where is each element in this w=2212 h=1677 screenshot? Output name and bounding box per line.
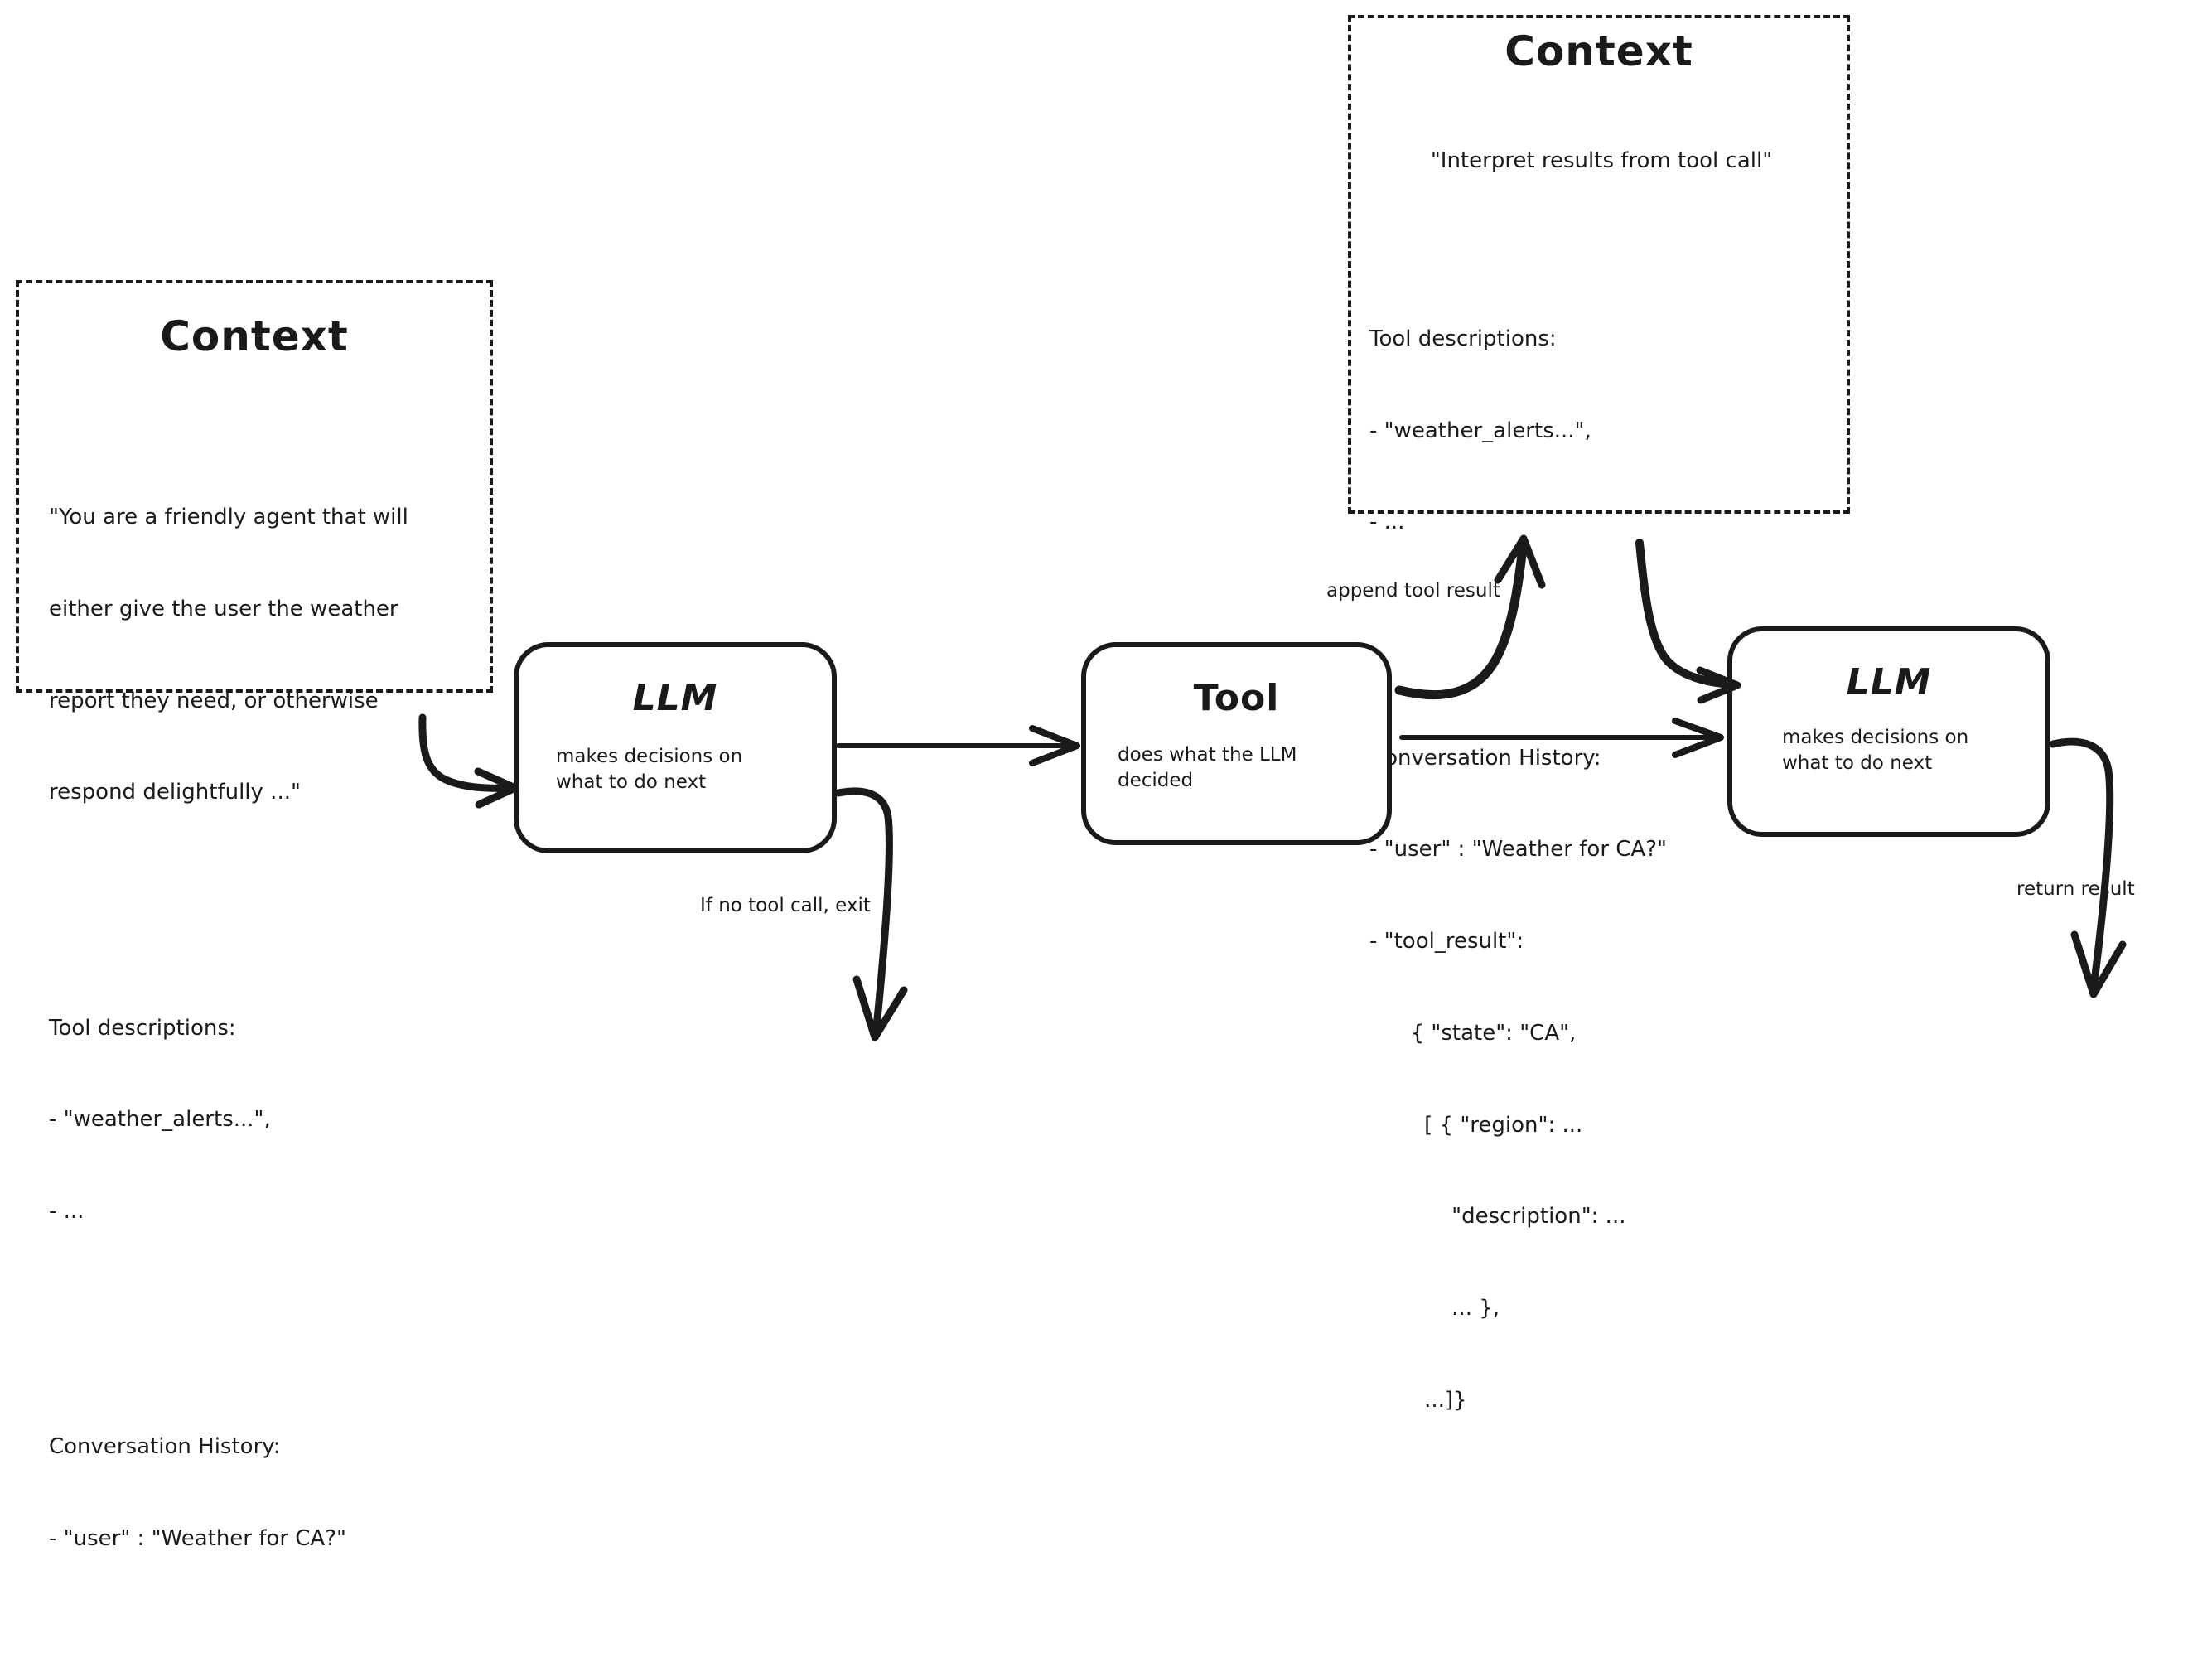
- node-subtitle-line: makes decisions on: [556, 746, 743, 767]
- context-right-line: Tool descriptions:: [1369, 326, 1557, 351]
- node-llm-second-title: LLM: [1846, 661, 1932, 703]
- context-left-title: Context: [160, 312, 349, 360]
- node-llm-first-subtitle: makes decisions on what to do next: [556, 744, 742, 795]
- context-left-line: - ...: [49, 1199, 85, 1225]
- edge-label-exit: If no tool call, exit: [700, 895, 871, 916]
- context-right-line: - "weather_alerts...",: [1369, 418, 1591, 443]
- context-right-line: Conversation History:: [1369, 745, 1601, 771]
- context-right-line: [ { "region": ...: [1369, 1112, 1583, 1138]
- context-left-body: "You are a friendly agent that will eith…: [49, 380, 490, 1677]
- context-left-line: - "weather_alerts...",: [49, 1107, 271, 1133]
- context-left-line: - "user" : "Weather for CA?": [49, 1526, 346, 1552]
- node-llm-first[interactable]: LLM makes decisions on what to do next: [514, 642, 837, 853]
- context-left-line: respond delightfully ...": [49, 780, 301, 805]
- context-box-left: Context "You are a friendly agent that w…: [16, 280, 493, 1551]
- node-tool-title: Tool: [1193, 677, 1280, 719]
- node-llm-first-title: LLM: [632, 677, 718, 719]
- context-left-line: Tool descriptions:: [49, 1015, 236, 1041]
- arrow-llm2-return: [2049, 737, 2127, 998]
- context-right-line: ...]}: [1369, 1387, 1467, 1413]
- edge-label-return-result: return result: [2016, 878, 2135, 900]
- context-right-line: - "tool_result":: [1369, 929, 1524, 954]
- node-llm-second-subtitle: makes decisions on what to do next: [1782, 725, 1968, 776]
- node-subtitle-line: decided: [1118, 770, 1194, 792]
- node-subtitle-line: what to do next: [556, 771, 707, 794]
- context-left-paragraph-tools: Tool descriptions: - "weather_alerts..."…: [49, 952, 471, 1288]
- node-subtitle-line: makes decisions on: [1782, 727, 1969, 748]
- context-left-paragraph-history: Conversation History: - "user" : "Weathe…: [49, 1371, 471, 1616]
- context-right-line: { "state": "CA",: [1369, 1020, 1577, 1046]
- node-subtitle-line: what to do next: [1782, 752, 1933, 775]
- node-tool-subtitle: does what the LLM decided: [1118, 742, 1297, 794]
- node-llm-second[interactable]: LLM makes decisions on what to do next: [1727, 626, 2050, 837]
- context-right-line: - ...: [1369, 510, 1405, 535]
- context-box-right: Context "Interpret results from tool cal…: [1348, 15, 1850, 1413]
- context-right-line: - "user" : "Weather for CA?": [1369, 837, 1667, 863]
- context-left-line: "You are a friendly agent that will: [49, 505, 408, 530]
- node-tool[interactable]: Tool does what the LLM decided: [1081, 642, 1392, 845]
- context-left-line: report they need, or otherwise: [49, 688, 379, 713]
- context-right-title: Context: [1504, 27, 1693, 75]
- edge-label-append-tool-result: append tool result: [1326, 580, 1500, 602]
- context-right-line: ... },: [1369, 1295, 1500, 1321]
- context-right-paragraph-tools: Tool descriptions: - "weather_alerts..."…: [1369, 263, 1833, 599]
- arrow-llm1-to-tool: [836, 725, 1080, 766]
- context-right-line: "description": ...: [1369, 1204, 1626, 1230]
- node-subtitle-line: does what the LLM: [1118, 744, 1297, 766]
- context-left-line: Conversation History:: [49, 1434, 281, 1460]
- context-left-line: either give the user the weather: [49, 596, 398, 621]
- context-left-paragraph-system: "You are a friendly agent that will eith…: [49, 441, 471, 869]
- context-right-quote: "Interpret results from tool call": [1430, 148, 1773, 174]
- diagram-canvas: Context "You are a friendly agent that w…: [16, 15, 2135, 1551]
